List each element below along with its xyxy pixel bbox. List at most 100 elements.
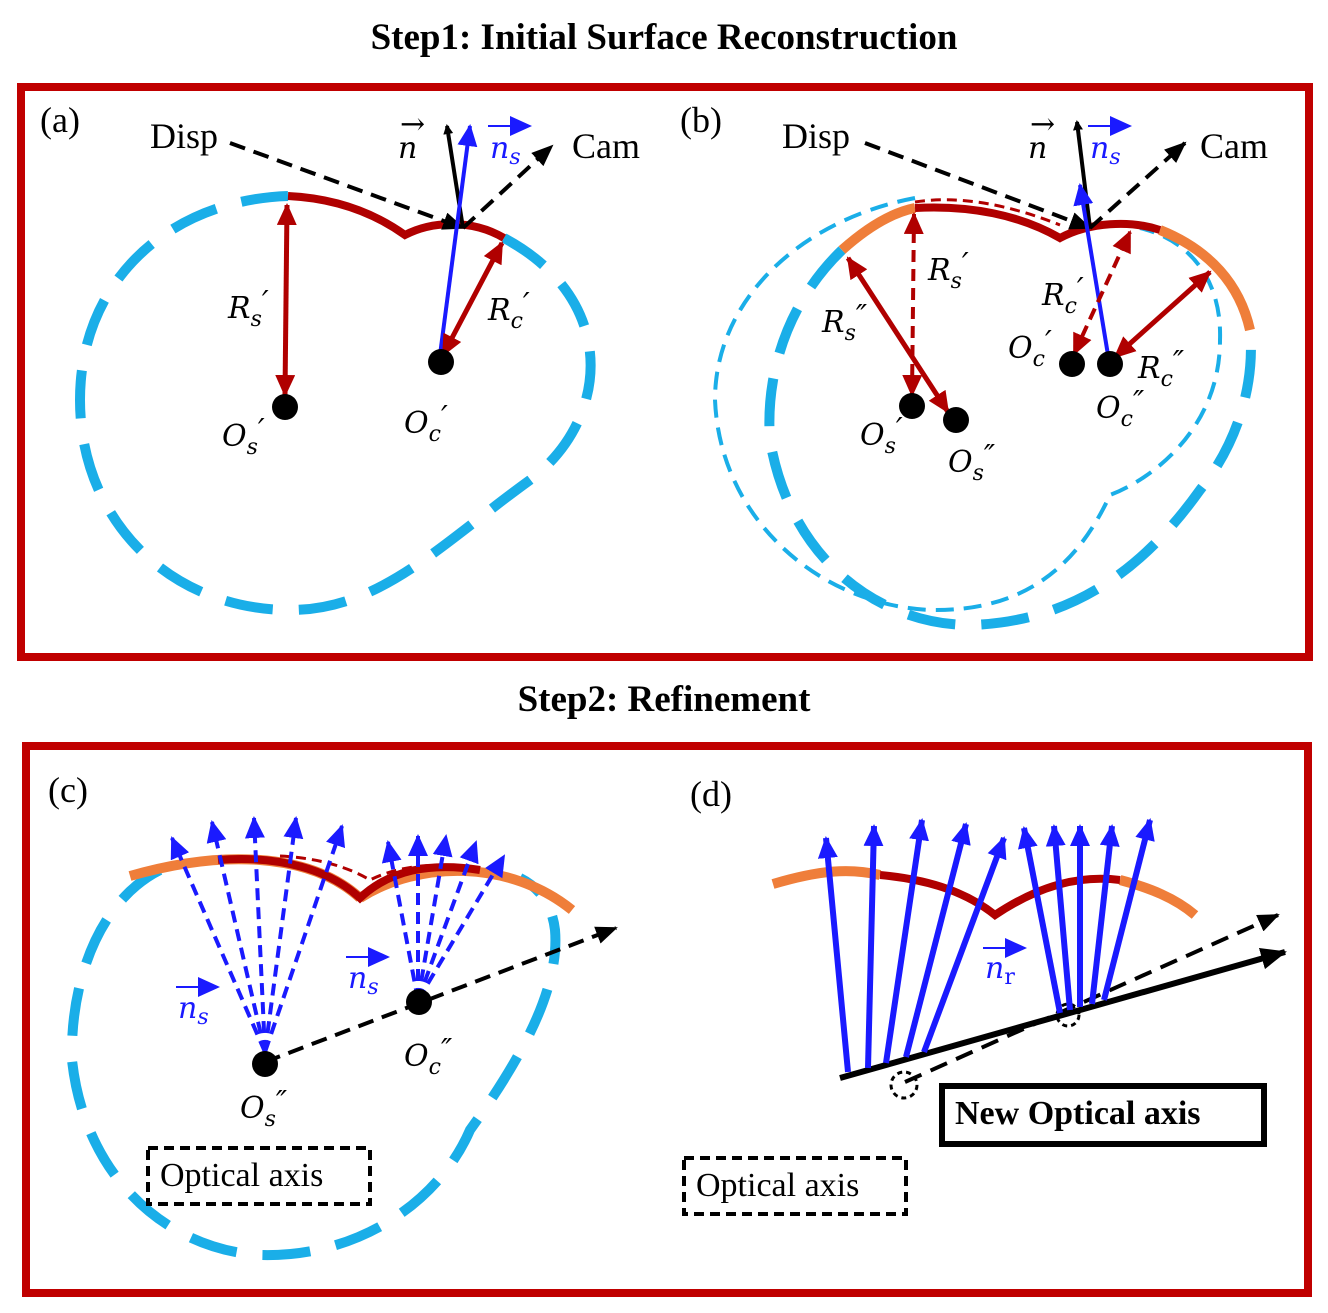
normal-fan-left xyxy=(170,816,346,1053)
radius-c2-arrow xyxy=(1113,270,1212,359)
radius-c-arrow xyxy=(440,241,505,357)
cam-label: Cam xyxy=(1200,126,1268,166)
radius-s2-arrow xyxy=(845,256,951,414)
center-c2-label: Oc″ xyxy=(1096,385,1145,432)
refined-normal-9 xyxy=(1089,824,1120,1005)
optical-axis-legend-label: Optical axis xyxy=(696,1167,859,1204)
normal-label: n xyxy=(398,131,417,166)
refined-normal-10 xyxy=(1101,818,1155,1001)
normal-s-label: ns xyxy=(1090,131,1121,170)
refined-normals xyxy=(817,818,1155,1073)
normal-s-vector xyxy=(438,124,478,356)
normal-r-label: nr xyxy=(985,951,1015,990)
panel-b: (b) Disp Cam n → ns Rs′ Rs″ Rc′ Rc″ Oc′ … xyxy=(680,100,1268,631)
reconstructed-surface xyxy=(914,203,1162,243)
center-s xyxy=(252,1051,278,1077)
center-s2-label: Os″ xyxy=(948,439,996,486)
radius-c-label: Rc′ xyxy=(487,287,530,334)
center-c xyxy=(428,349,454,375)
normal-fan-left-4 xyxy=(263,816,304,1053)
cam-ray xyxy=(1088,141,1187,230)
disp-ray xyxy=(864,141,1092,230)
center-c xyxy=(406,989,432,1015)
reconstructed-surface xyxy=(287,192,507,242)
radius-s2-label: Rs″ xyxy=(821,299,868,346)
normal-fan-left-5 xyxy=(263,824,346,1053)
refined-normal-1 xyxy=(817,836,851,1073)
disp-ray xyxy=(229,141,465,230)
radius-s1-arrow xyxy=(902,212,924,397)
normal-label: n xyxy=(1028,131,1047,166)
panel-a-label: (a) xyxy=(40,100,80,140)
refined-normal-4 xyxy=(903,822,971,1058)
refined-normal-3 xyxy=(883,818,929,1064)
disp-label: Disp xyxy=(150,116,218,156)
optical-axis-legend-label: Optical axis xyxy=(160,1157,323,1194)
reconstructed-surface xyxy=(879,871,1121,920)
refined-normal-6 xyxy=(1018,826,1063,1014)
cam-ray xyxy=(461,144,554,230)
center-s xyxy=(272,394,298,420)
center-s1 xyxy=(899,393,925,419)
new-optical-axis-legend-box xyxy=(939,1083,1267,1147)
normal-fan-right-5 xyxy=(416,854,506,1002)
normal-s-label: ns xyxy=(490,131,521,170)
radius-s-arrow xyxy=(275,203,297,397)
center-s-label: Os″ xyxy=(240,1085,288,1132)
optical-axis-legend-box xyxy=(146,1146,372,1206)
normal-fan-right-4 xyxy=(416,840,479,1001)
center-s1-label: Os′ xyxy=(860,412,903,459)
normal-arrow-glyph: → xyxy=(400,107,425,142)
normal-s-left-label: ns xyxy=(178,991,209,1030)
radius-s1-label: Rs′ xyxy=(927,247,969,294)
center-c2 xyxy=(1097,351,1123,377)
normal-fan-right xyxy=(381,834,506,1002)
panel-c: (c) ns ns Os″ Oc″ Optical axis xyxy=(48,770,618,1261)
old-surface-dashed xyxy=(914,198,1061,227)
normal-fan-left-2 xyxy=(206,820,267,1053)
contour-dashed xyxy=(74,191,596,616)
step2-title: Step2: Refinement xyxy=(517,679,811,720)
normal-fan-left-3 xyxy=(244,816,267,1053)
old-center-c xyxy=(1055,1002,1081,1028)
contour-old xyxy=(712,196,1223,613)
new-optical-axis-legend-label: New Optical axis xyxy=(955,1095,1201,1132)
extended-surface-right xyxy=(1158,225,1255,332)
extended-surface-left xyxy=(838,203,917,254)
step2-frame xyxy=(22,742,1312,1297)
reconstructed-surface xyxy=(217,855,481,904)
old-center-s xyxy=(889,1070,919,1100)
center-s2 xyxy=(943,407,969,433)
normal-fan-left-1 xyxy=(170,836,267,1053)
contour-dashed xyxy=(66,865,561,1261)
normal-arrow-glyph: → xyxy=(1030,107,1055,142)
panel-a: (a) Disp Cam n → ns Rs′ Rc′ Os′ Oc′ xyxy=(40,100,640,616)
refined-normal-5 xyxy=(921,836,1007,1054)
step1-frame xyxy=(17,83,1313,661)
panel-d: (d) nr New Optical axis Optical axis xyxy=(682,774,1287,1216)
radius-c1-label: Rc′ xyxy=(1041,272,1084,319)
refined-normal-2 xyxy=(863,824,884,1069)
new-optical-axis-line xyxy=(839,947,1287,1081)
panel-c-label: (c) xyxy=(48,770,88,810)
center-c-label: Oc′ xyxy=(404,400,448,447)
center-s-label: Os′ xyxy=(222,413,265,460)
normal-fan-right-1 xyxy=(381,840,420,1001)
radius-s-label: Rs′ xyxy=(227,285,269,332)
normal-fan-right-3 xyxy=(416,834,453,1001)
contour-new xyxy=(764,246,1256,631)
normal-s-right-label: ns xyxy=(348,961,379,1000)
radius-c1-arrow xyxy=(1072,230,1132,356)
cam-label: Cam xyxy=(572,126,640,166)
panel-d-label: (d) xyxy=(690,774,732,814)
center-c-label: Oc″ xyxy=(404,1033,453,1080)
center-c1 xyxy=(1059,351,1085,377)
normal-vector xyxy=(1073,120,1092,229)
disp-label: Disp xyxy=(782,116,850,156)
panel-b-label: (b) xyxy=(680,100,722,140)
optical-axis-legend-box xyxy=(682,1156,908,1216)
center-c1-label: Oc′ xyxy=(1008,325,1052,372)
extended-surface-right xyxy=(1118,875,1199,919)
optical-axis-line xyxy=(264,926,618,1064)
